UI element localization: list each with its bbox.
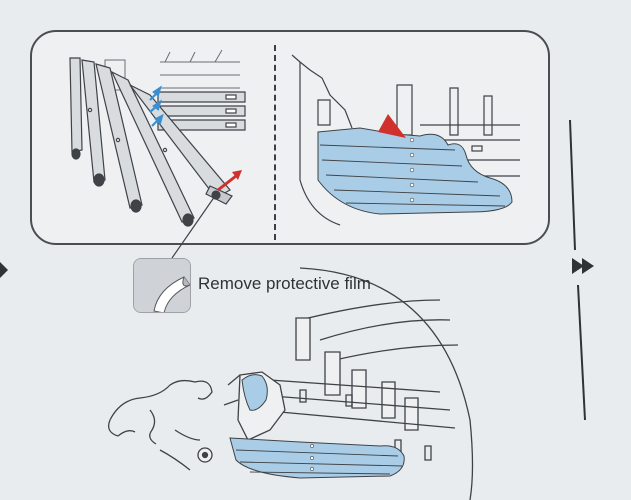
peel-film-icon xyxy=(133,258,191,313)
remove-film-instruction: Remove protective film xyxy=(198,274,371,293)
blue-insert-arrows xyxy=(149,85,164,127)
lower-water-film-area xyxy=(229,374,405,479)
leader-line xyxy=(171,195,216,259)
red-pull-arrow xyxy=(217,170,242,192)
right-detail-view xyxy=(291,54,520,226)
double-chevron-right-icon[interactable] xyxy=(572,258,594,274)
chevron-right-icon[interactable] xyxy=(0,262,8,278)
red-triangle-marker xyxy=(378,114,406,138)
water-film-area xyxy=(317,127,513,215)
left-detail-view xyxy=(69,49,246,227)
page-nav-marker xyxy=(569,119,586,421)
panel-divider xyxy=(274,45,276,240)
